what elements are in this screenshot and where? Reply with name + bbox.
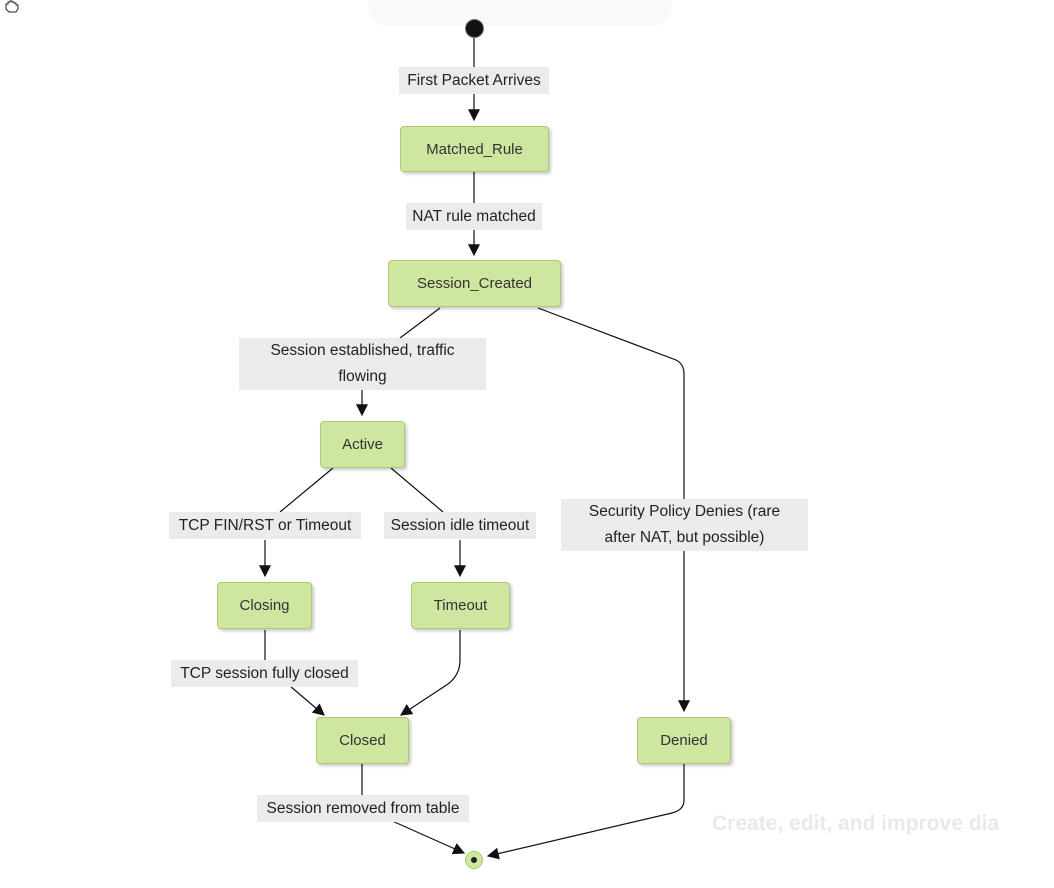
state-timeout[interactable]: Timeout (411, 582, 510, 629)
edge-denied-to-end (486, 764, 685, 860)
edge-closed-to-end (361, 764, 464, 853)
state-timeout-label: Timeout (433, 597, 488, 614)
state-active[interactable]: Active (320, 421, 405, 468)
state-closed[interactable]: Closed (316, 717, 409, 764)
state-matched-rule[interactable]: Matched_Rule (400, 126, 549, 172)
faded-toolbar-ghost (368, 0, 672, 26)
transition-label-tcp-fully-closed: TCP session fully closed (171, 660, 358, 687)
transition-label-first-packet: First Packet Arrives (399, 67, 549, 94)
state-closing-label: Closing (239, 597, 290, 614)
state-session-created-label: Session_Created (416, 275, 533, 292)
edge-active-to-closing (265, 467, 334, 576)
hand-cursor-icon (5, 0, 19, 13)
edge-session-created-to-denied (537, 307, 690, 713)
transition-label-session-removed: Session removed from table (257, 795, 469, 822)
transition-label-session-established: Session established, traffic flowing (239, 338, 486, 390)
faded-watermark-text: Create, edit, and improve dia (712, 812, 1000, 835)
initial-state-dot (465, 19, 484, 38)
state-closed-label: Closed (339, 732, 386, 749)
state-denied-label: Denied (660, 732, 708, 749)
transition-label-idle-timeout: Session idle timeout (384, 512, 536, 539)
final-state-dot (465, 851, 483, 869)
transition-label-nat-rule-matched: NAT rule matched (406, 203, 542, 230)
state-matched-rule-label: Matched_Rule (426, 140, 523, 158)
edge-closing-to-closed (264, 630, 324, 715)
state-session-created[interactable]: Session_Created (388, 260, 561, 307)
state-closing[interactable]: Closing (217, 582, 312, 629)
state-active-label: Active (342, 436, 383, 453)
state-denied[interactable]: Denied (637, 717, 731, 764)
transition-label-tcp-fin-rst: TCP FIN/RST or Timeout (169, 512, 361, 539)
edge-session-created-to-active (362, 307, 441, 415)
edge-timeout-to-closed (399, 630, 461, 716)
edge-active-to-timeout (390, 467, 460, 576)
transition-label-security-policy-denies: Security Policy Denies (rare after NAT, … (561, 499, 808, 551)
